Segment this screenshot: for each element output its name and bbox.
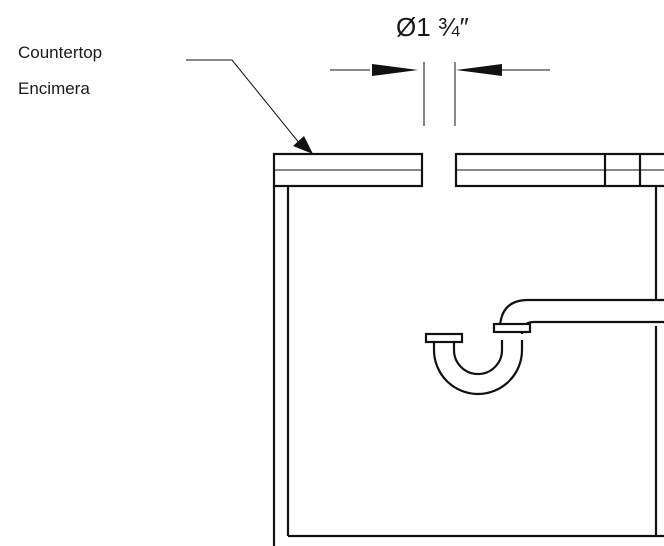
p-trap	[424, 298, 664, 396]
dimension-arrows	[330, 62, 550, 126]
trap-nut-right	[492, 322, 532, 334]
leader-line	[186, 59, 313, 154]
countertop-label-english: Countertop	[18, 43, 103, 62]
countertop-label-spanish: Encimera	[18, 79, 90, 98]
trap-collar-left	[424, 332, 464, 344]
dimension-arrow-right	[456, 64, 502, 76]
hole-diameter-dimension: Ø1 ¾″	[396, 12, 469, 42]
countertop	[272, 152, 664, 188]
dimension-arrow-left	[372, 64, 418, 76]
cabinet	[272, 186, 664, 546]
